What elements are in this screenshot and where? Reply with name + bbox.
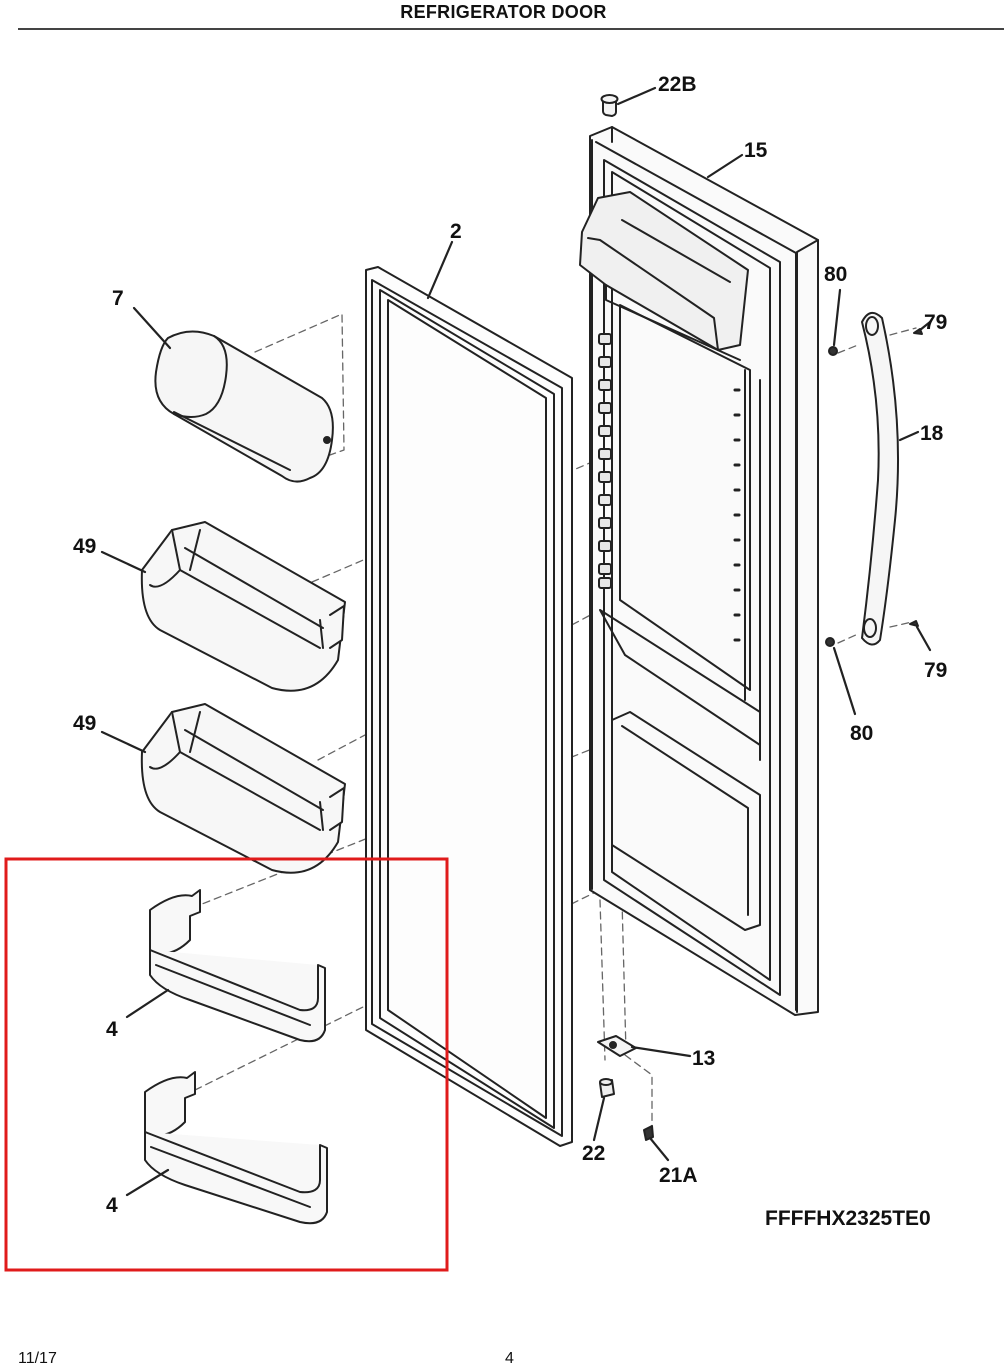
dairy-bin-part <box>154 330 334 483</box>
callout-18: 18 <box>920 422 944 445</box>
callout-79-top: 79 <box>924 311 947 334</box>
page-number: 4 <box>505 1350 514 1367</box>
callout-15: 15 <box>744 139 768 162</box>
hinge-screw-part <box>643 1125 654 1141</box>
door-cap-part <box>600 94 619 117</box>
highlight-box <box>4 857 449 1272</box>
door-bin-upper-part <box>140 521 346 692</box>
door-shelf-upper-part <box>149 889 326 1043</box>
callout-leader-lines <box>100 86 932 1197</box>
bushing-part <box>599 1078 615 1098</box>
callout-80-top: 80 <box>824 263 847 286</box>
callout-13: 13 <box>692 1047 715 1070</box>
callout-22: 22 <box>582 1142 605 1165</box>
page-title: REFRIGERATOR DOOR <box>400 2 607 22</box>
callout-22b: 22B <box>658 73 697 96</box>
footer-date: 11/17 <box>18 1350 57 1367</box>
callout-80-bottom: 80 <box>850 722 873 745</box>
callout-49-middle: 49 <box>73 712 96 735</box>
callout-21a: 21A <box>659 1164 698 1187</box>
callout-4-upper: 4 <box>106 1018 118 1041</box>
door-handle-part <box>861 311 899 646</box>
header-divider <box>18 28 1004 30</box>
door-shelf-lower-part <box>144 1071 328 1225</box>
callout-79-bottom: 79 <box>924 659 947 682</box>
callout-7: 7 <box>112 287 124 310</box>
door-bin-middle-part <box>140 703 346 874</box>
callout-2: 2 <box>450 220 462 243</box>
door-gasket-part <box>365 266 573 1147</box>
callout-49-upper: 49 <box>73 535 96 558</box>
callout-4-lower: 4 <box>106 1194 118 1217</box>
model-number: FFFFHX2325TE0 <box>765 1207 931 1230</box>
door-panel-part <box>579 126 819 1016</box>
